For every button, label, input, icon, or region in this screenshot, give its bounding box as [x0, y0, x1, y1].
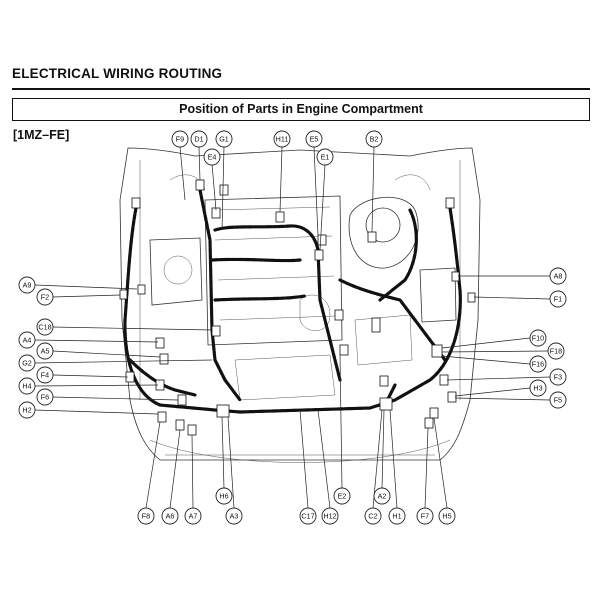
section-subtitle: Position of Parts in Engine Compartment — [12, 98, 590, 121]
callouts-bottom: F8 A6 A7 H6 A3 C17 H12 E2 A2 C2 H1 F7 H5 — [137, 487, 456, 525]
svg-text:E2: E2 — [338, 492, 347, 501]
callout-f18: F18 — [547, 342, 565, 360]
svg-text:C17: C17 — [301, 512, 314, 521]
svg-text:E4: E4 — [208, 153, 217, 162]
callout-f16: F16 — [529, 355, 547, 373]
callout-c18: C18 — [36, 318, 54, 336]
callouts-right: A8 F1 F10 F18 F16 F3 H3 F5 — [529, 267, 567, 409]
callout-h11: H11 — [273, 130, 291, 148]
svg-text:H11: H11 — [276, 135, 289, 144]
svg-text:F2: F2 — [41, 293, 49, 302]
callout-e4: E4 — [203, 148, 221, 166]
callout-a4: A4 — [18, 331, 36, 349]
svg-text:H1: H1 — [392, 512, 401, 521]
callouts-left: A9 F2 C18 A4 A5 G2 F4 H4 F6 H2 — [18, 276, 54, 419]
callout-g1: G1 — [215, 130, 233, 148]
vehicle-outline — [119, 147, 481, 463]
callout-e5: E5 — [305, 130, 323, 148]
svg-text:H12: H12 — [323, 512, 336, 521]
title-rule — [12, 88, 590, 90]
callout-f4: F4 — [36, 366, 54, 384]
callout-f7: F7 — [416, 507, 434, 525]
svg-text:H3: H3 — [533, 384, 542, 393]
connectors — [119, 179, 476, 436]
svg-text:H6: H6 — [219, 492, 228, 501]
callout-b2: B2 — [365, 130, 383, 148]
svg-text:F6: F6 — [41, 393, 49, 402]
callout-a2: A2 — [373, 487, 391, 505]
callout-h12: H12 — [321, 507, 339, 525]
callout-f3: F3 — [549, 368, 567, 386]
callout-h2: H2 — [18, 401, 36, 419]
svg-text:D1: D1 — [194, 135, 203, 144]
callout-c2: C2 — [364, 507, 382, 525]
wire-harness — [123, 188, 462, 414]
callout-f8: F8 — [137, 507, 155, 525]
callout-h5: H5 — [438, 507, 456, 525]
svg-text:F18: F18 — [550, 347, 562, 356]
svg-text:F7: F7 — [421, 512, 429, 521]
svg-text:C2: C2 — [368, 512, 377, 521]
callout-a3: A3 — [225, 507, 243, 525]
callout-a7: A7 — [184, 507, 202, 525]
callout-e1: E1 — [316, 148, 334, 166]
callout-a6: A6 — [161, 507, 179, 525]
callout-a8: A8 — [549, 267, 567, 285]
svg-text:A4: A4 — [23, 336, 32, 345]
svg-text:A8: A8 — [554, 272, 563, 281]
callout-f10: F10 — [529, 329, 547, 347]
callout-g2: G2 — [18, 354, 36, 372]
svg-text:A7: A7 — [189, 512, 198, 521]
callout-a9: A9 — [18, 276, 36, 294]
callout-f6: F6 — [36, 388, 54, 406]
callout-f9: F9 — [171, 130, 189, 148]
callout-h4: H4 — [18, 377, 36, 395]
leader-lines — [34, 146, 551, 509]
svg-text:A5: A5 — [41, 347, 50, 356]
callout-h3: H3 — [529, 379, 547, 397]
svg-text:A6: A6 — [166, 512, 175, 521]
callout-f2: F2 — [36, 288, 54, 306]
svg-text:B2: B2 — [370, 135, 379, 144]
svg-text:H4: H4 — [22, 382, 31, 391]
svg-text:F9: F9 — [176, 135, 184, 144]
svg-text:H2: H2 — [22, 406, 31, 415]
callout-h1: H1 — [388, 507, 406, 525]
svg-text:A2: A2 — [378, 492, 387, 501]
callout-c17: C17 — [299, 507, 317, 525]
svg-text:F8: F8 — [142, 512, 150, 521]
callout-f5: F5 — [549, 391, 567, 409]
callout-h6: H6 — [215, 487, 233, 505]
svg-text:C18: C18 — [38, 323, 51, 332]
callouts-top: F9 D1 G1 E4 H11 E5 E1 B2 — [171, 130, 383, 166]
callout-a5: A5 — [36, 342, 54, 360]
svg-text:F1: F1 — [554, 295, 562, 304]
svg-text:F10: F10 — [532, 334, 544, 343]
svg-text:G1: G1 — [219, 135, 229, 144]
svg-text:A9: A9 — [23, 281, 32, 290]
callout-f1: F1 — [549, 290, 567, 308]
svg-text:E5: E5 — [310, 135, 319, 144]
svg-text:F5: F5 — [554, 396, 562, 405]
page-title: ELECTRICAL WIRING ROUTING — [12, 66, 223, 81]
svg-text:F3: F3 — [554, 373, 562, 382]
callout-d1: D1 — [190, 130, 208, 148]
svg-text:H5: H5 — [442, 512, 451, 521]
svg-text:E1: E1 — [321, 153, 330, 162]
svg-text:F4: F4 — [41, 371, 49, 380]
svg-text:F16: F16 — [532, 360, 544, 369]
svg-text:G2: G2 — [22, 359, 32, 368]
svg-text:A3: A3 — [230, 512, 239, 521]
callout-e2: E2 — [333, 487, 351, 505]
engine-code-label: [1MZ–FE] — [13, 128, 70, 142]
